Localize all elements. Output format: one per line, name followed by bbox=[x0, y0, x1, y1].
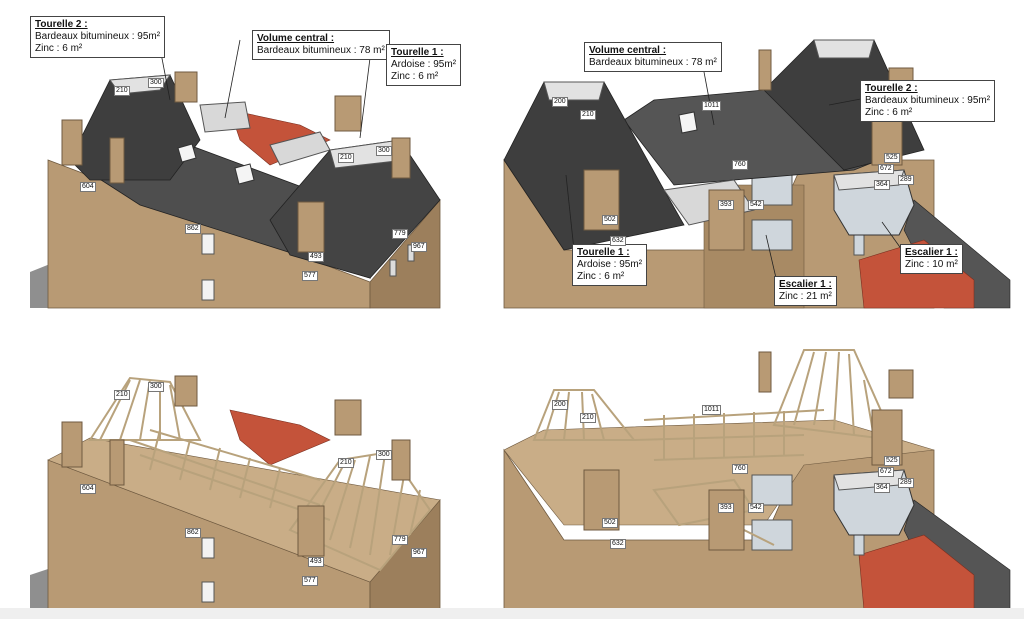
dimension-label: 1011 bbox=[702, 405, 722, 415]
callout-tourelle-1: Tourelle 1 : Ardoise : 95m² Zinc : 6 m² bbox=[386, 44, 462, 86]
dimension-label: 632 bbox=[610, 236, 626, 246]
dimension-label: 779 bbox=[392, 535, 408, 545]
dimension-label: 289 bbox=[898, 175, 914, 185]
dimension-label: 604 bbox=[80, 484, 96, 494]
building-roof-drawing-tl bbox=[30, 39, 441, 309]
callout-line: Zinc : 6 m² bbox=[865, 107, 913, 118]
dimension-label: 1011 bbox=[702, 101, 722, 111]
dimension-label: 393 bbox=[718, 200, 734, 210]
dimension-label: 300 bbox=[376, 146, 392, 156]
dimension-label: 364 bbox=[874, 180, 890, 190]
callout-title: Volume central : bbox=[589, 45, 667, 56]
callout-line: Bardeaux bitumineux : 78 m² bbox=[589, 57, 717, 68]
callout-line: Zinc : 6 m² bbox=[391, 71, 439, 82]
dimension-label: 672 bbox=[878, 164, 894, 174]
dimension-label: 604 bbox=[80, 182, 96, 192]
callout-line: Zinc : 21 m² bbox=[779, 291, 832, 302]
dimension-label: 200 bbox=[552, 400, 568, 410]
callout-line: Bardeaux bitumineux : 78 m² bbox=[257, 45, 385, 56]
callout-title: Tourelle 2 : bbox=[35, 19, 88, 30]
panel-bottom-left-frame-view: 300 210 604 862 210 300 779 967 493 577 bbox=[30, 330, 450, 611]
callout-line: Bardeaux bitumineux : 95m² bbox=[35, 31, 161, 42]
callout-line: Zinc : 6 m² bbox=[35, 43, 83, 54]
dimension-label: 760 bbox=[732, 464, 748, 474]
callout-tourelle-2: Tourelle 2 : Bardeaux bitumineux : 95m² … bbox=[30, 16, 166, 58]
callout-tourelle-1: Tourelle 1 : Ardoise : 95m² Zinc : 6 m² bbox=[572, 244, 648, 286]
panel-top-right-roof-view: Volume central : Bardeaux bitumineux : 7… bbox=[503, 10, 1011, 309]
dimension-label: 862 bbox=[185, 528, 201, 538]
callout-title: Tourelle 1 : bbox=[391, 47, 444, 58]
callout-volume-central: Volume central : Bardeaux bitumineux : 7… bbox=[584, 42, 722, 72]
dimension-label: 672 bbox=[878, 467, 894, 477]
dimension-label: 760 bbox=[732, 160, 748, 170]
dimension-label: 967 bbox=[411, 242, 427, 252]
dimension-label: 577 bbox=[302, 271, 318, 281]
callout-escalier-1-zinc-10: Escalier 1 : Zinc : 10 m² bbox=[900, 244, 963, 274]
building-frame-drawing-bl bbox=[30, 375, 441, 611]
callout-title: Volume central : bbox=[257, 33, 335, 44]
dimension-label: 493 bbox=[308, 252, 324, 262]
callout-line: Bardeaux bitumineux : 95m² bbox=[865, 95, 991, 106]
building-frame-drawing-br bbox=[503, 349, 1011, 611]
dimension-label: 542 bbox=[748, 200, 764, 210]
panel-top-left-roof-view: Tourelle 2 : Bardeaux bitumineux : 95m² … bbox=[30, 10, 462, 309]
dimension-label: 200 bbox=[552, 97, 568, 107]
dimension-label: 779 bbox=[392, 229, 408, 239]
panel-bottom-right-frame-view: 200 210 1011 760 525 672 364 289 393 542… bbox=[503, 330, 1011, 611]
callout-escalier-1-zinc-21: Escalier 1 : Zinc : 21 m² bbox=[774, 276, 837, 306]
dimension-label: 210 bbox=[338, 153, 354, 163]
callout-line: Ardoise : 95m² bbox=[577, 259, 643, 270]
dimension-label: 300 bbox=[148, 382, 164, 392]
callout-title: Tourelle 1 : bbox=[577, 247, 630, 258]
callout-line: Zinc : 10 m² bbox=[905, 259, 958, 270]
dimension-label: 300 bbox=[376, 450, 392, 460]
callout-line: Ardoise : 95m² bbox=[391, 59, 457, 70]
callout-title: Escalier 1 : bbox=[779, 279, 832, 290]
dimension-label: 210 bbox=[580, 413, 596, 423]
dimension-label: 393 bbox=[718, 503, 734, 513]
dimension-label: 577 bbox=[302, 576, 318, 586]
callout-title: Escalier 1 : bbox=[905, 247, 958, 258]
dimension-label: 525 bbox=[884, 153, 900, 163]
dimension-label: 502 bbox=[602, 518, 618, 528]
dimension-label: 210 bbox=[114, 390, 130, 400]
dimension-label: 364 bbox=[874, 483, 890, 493]
callout-volume-central: Volume central : Bardeaux bitumineux : 7… bbox=[252, 30, 390, 60]
callout-tourelle-2: Tourelle 2 : Bardeaux bitumineux : 95m² … bbox=[860, 80, 996, 122]
dimension-label: 632 bbox=[610, 539, 626, 549]
dimension-label: 210 bbox=[338, 458, 354, 468]
dimension-label: 525 bbox=[884, 456, 900, 466]
dimension-label: 967 bbox=[411, 548, 427, 558]
dimension-label: 542 bbox=[748, 503, 764, 513]
dimension-label: 493 bbox=[308, 557, 324, 567]
dimension-label: 210 bbox=[580, 110, 596, 120]
dimension-label: 862 bbox=[185, 224, 201, 234]
callout-line: Zinc : 6 m² bbox=[577, 271, 625, 282]
dimension-label: 300 bbox=[148, 78, 164, 88]
dimension-label: 502 bbox=[602, 215, 618, 225]
dimension-label: 289 bbox=[898, 478, 914, 488]
dimension-label: 210 bbox=[114, 86, 130, 96]
callout-title: Tourelle 2 : bbox=[865, 83, 918, 94]
bottom-margin-strip bbox=[0, 608, 1024, 619]
